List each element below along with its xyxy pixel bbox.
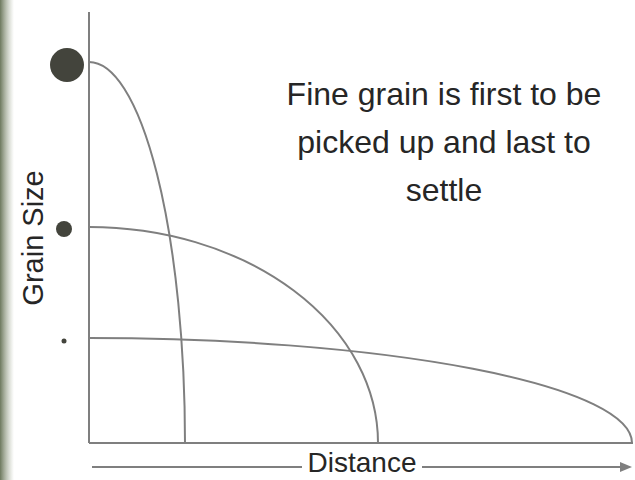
x-axis-label-box: Distance — [302, 448, 423, 479]
x-axis — [89, 442, 633, 444]
coarse-grain-curve — [89, 62, 185, 443]
medium-grain-dot — [56, 221, 72, 237]
x-axis-label: Distance — [302, 448, 423, 479]
small-grain-dot — [62, 339, 67, 344]
medium-grain-curve — [89, 227, 378, 443]
distance-arrow-head — [620, 462, 632, 472]
y-axis-label: Grain Size — [18, 170, 50, 305]
fine-grain-curve — [89, 338, 632, 443]
large-grain-dot — [50, 48, 84, 82]
note-text-box: Fine grain is first to be picked up and … — [258, 70, 630, 214]
note-text: Fine grain is first to be picked up and … — [258, 70, 630, 214]
photo-strip — [0, 0, 14, 480]
y-axis-label-box: Grain Size — [18, 170, 50, 305]
